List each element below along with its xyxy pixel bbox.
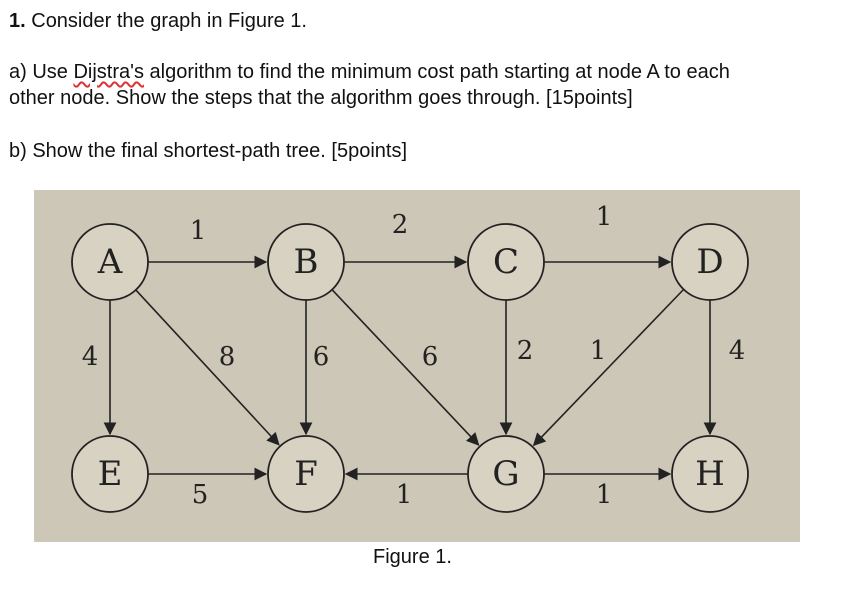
edge-weight-b-f: 6: [313, 342, 330, 372]
node-label: F: [294, 454, 318, 494]
edge-weight-c-g: 2: [517, 336, 534, 366]
node-circle: [671, 435, 749, 513]
node-b: B: [267, 223, 345, 301]
edge-weight-b-g: 6: [422, 342, 439, 372]
edge-b-g: [331, 289, 480, 446]
part-a-prefix: a) Use: [9, 61, 74, 83]
node-label: A: [97, 242, 123, 282]
part-a-line2: other node. Show the steps that the algo…: [9, 87, 633, 109]
edge-d-g: [532, 288, 685, 447]
edge-weight-a-e: 4: [82, 342, 99, 372]
edge-weight-a-b: 1: [190, 216, 207, 246]
misspelled-word: Dijstra's: [73, 61, 144, 83]
node-e: E: [71, 435, 149, 513]
node-circle: [71, 223, 149, 301]
edge-weight-g-f: 1: [396, 480, 413, 510]
node-g: G: [467, 435, 545, 513]
node-circle: [671, 223, 749, 301]
edge-weight-d-h: 4: [729, 336, 746, 366]
edge-weight-b-c: 2: [392, 210, 409, 240]
node-f: F: [267, 435, 345, 513]
nodes-layer: A B C D E F G H: [71, 223, 749, 513]
node-label: H: [695, 454, 725, 494]
node-d: D: [671, 223, 749, 301]
edge-weight-g-h: 1: [596, 480, 613, 510]
node-h: H: [671, 435, 749, 513]
node-circle: [71, 435, 149, 513]
edge-weight-d-g: 1: [590, 336, 607, 366]
node-label: G: [492, 454, 519, 494]
edge-weight-c-d: 1: [596, 202, 613, 232]
figure-caption: Figure 1.: [373, 546, 452, 568]
weights-layer: 1 2 1 4 8 6 6 2 1 4 5 1 1: [82, 202, 746, 510]
node-a: A: [71, 223, 149, 301]
node-circle: [267, 435, 345, 513]
node-circle: [267, 223, 345, 301]
node-label: C: [493, 242, 519, 282]
question-intro: 1. Consider the graph in Figure 1.: [9, 9, 307, 33]
part-a-rest: algorithm to find the minimum cost path …: [143, 61, 730, 83]
node-circle: [467, 435, 545, 513]
edge-weight-a-f: 8: [219, 342, 236, 372]
graph-figure: 1 2 1 4 8 6 6 2 1 4 5 1 1 A B C D E F G H: [34, 190, 800, 542]
node-circle: [467, 223, 545, 301]
node-c: C: [467, 223, 545, 301]
node-label: D: [696, 242, 723, 282]
part-b: b) Show the final shortest-path tree. [5…: [9, 140, 407, 162]
node-label: E: [98, 454, 123, 494]
question-intro-text: Consider the graph in Figure 1.: [25, 10, 307, 32]
question-number: 1.: [9, 10, 26, 32]
node-label: B: [294, 242, 319, 282]
edge-weight-e-f: 5: [192, 480, 209, 510]
part-a-line1: a) Use Dijstra's algorithm to find the m…: [9, 60, 730, 84]
edges-layer: [103, 255, 717, 481]
edge-a-f: [135, 289, 280, 446]
